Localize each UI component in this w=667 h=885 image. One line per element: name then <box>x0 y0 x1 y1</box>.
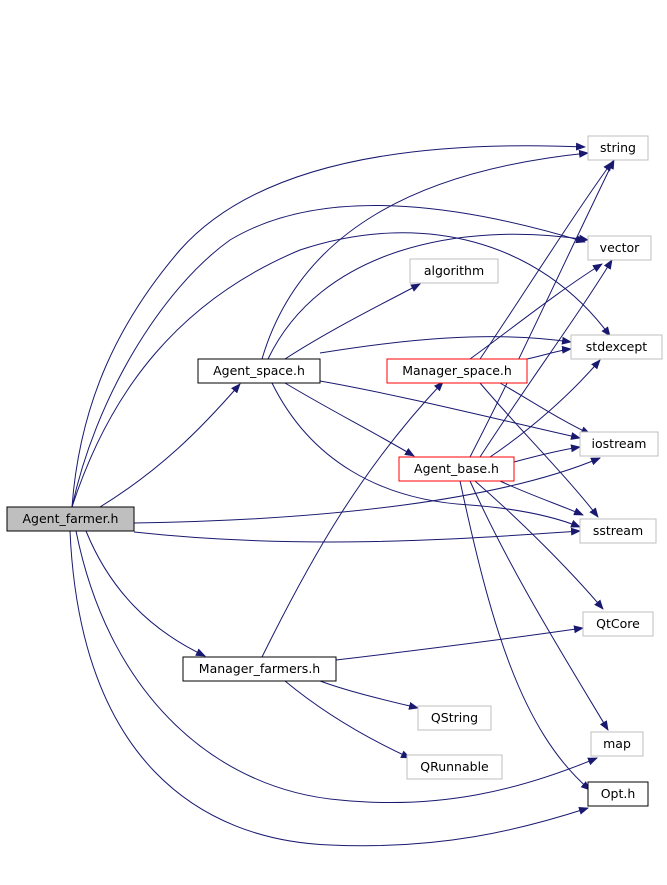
edge-agent-base-to-iostream <box>513 444 581 463</box>
edge-agent-base-to-sstream <box>499 480 584 516</box>
node-agent-space[interactable]: Agent_space.h <box>197 358 321 384</box>
node-qstring[interactable]: QString <box>417 705 492 731</box>
edge-agent-space-to-vector <box>267 233 589 360</box>
edge-agent-base-to-map <box>469 480 609 731</box>
node-label: vector <box>600 240 641 255</box>
edge-agent-base-to-stdexcept <box>489 359 601 458</box>
edge-agent-farmer-to-vector <box>71 205 586 508</box>
edge-manager-space-to-stdexcept <box>526 345 572 360</box>
node-qrunnable[interactable]: QRunnable <box>406 754 503 780</box>
edge-agent-space-to-string <box>261 149 589 360</box>
node-label: stdexcept <box>586 339 647 354</box>
edge-manager-farmers-to-manager-space <box>261 381 444 658</box>
edge-agent-space-to-sstream <box>271 382 581 528</box>
edge-agent-farmer-to-opt <box>69 530 589 847</box>
node-label: sstream <box>593 523 643 538</box>
edge-agent-farmer-to-string <box>71 142 586 508</box>
edges <box>69 142 615 847</box>
node-algorithm[interactable]: algorithm <box>409 258 499 284</box>
node-label: map <box>603 736 631 751</box>
node-iostream[interactable]: iostream <box>579 431 659 457</box>
edge-agent-farmer-to-manager-farmers <box>85 530 206 657</box>
edge-agent-farmer-to-map <box>75 530 598 804</box>
node-opt[interactable]: Opt.h <box>587 781 649 807</box>
edge-agent-base-to-string <box>469 159 615 458</box>
edge-manager-space-to-string <box>479 161 613 360</box>
edge-agent-space-to-stdexcept <box>319 336 572 354</box>
edge-manager-farmers-to-qstring <box>319 680 419 710</box>
edge-agent-base-to-opt <box>459 480 591 791</box>
node-label: Agent_farmer.h <box>23 511 119 526</box>
edge-agent-space-to-iostream <box>319 380 581 440</box>
node-qtcore[interactable]: QtCore <box>582 611 654 637</box>
node-label: Opt.h <box>601 786 636 801</box>
node-label: string <box>600 140 636 155</box>
edge-agent-base-to-qtcore <box>474 480 604 610</box>
node-label: QRunnable <box>420 759 489 774</box>
node-sstream[interactable]: sstream <box>579 518 657 544</box>
node-label: Manager_space.h <box>402 363 512 378</box>
node-vector[interactable]: vector <box>587 235 652 261</box>
node-label: iostream <box>592 436 647 451</box>
node-label: Agent_base.h <box>414 461 499 476</box>
node-stdexcept[interactable]: stdexcept <box>570 334 663 360</box>
node-agent-base[interactable]: Agent_base.h <box>398 456 515 482</box>
edge-agent-base-to-vector <box>479 259 613 458</box>
node-label: Manager_farmers.h <box>199 661 320 676</box>
edge-agent-farmer-to-iostream <box>133 457 601 524</box>
node-label: algorithm <box>424 263 484 278</box>
edge-manager-space-to-vector <box>469 263 603 360</box>
nodes: Agent_farmer.h Agent_space.h Manager_spa… <box>6 135 663 807</box>
node-label: QString <box>431 710 478 725</box>
node-string[interactable]: string <box>587 135 649 161</box>
edge-manager-space-to-sstream <box>479 382 599 518</box>
edge-manager-farmers-to-qtcore <box>335 625 584 661</box>
node-map[interactable]: map <box>590 731 644 757</box>
edge-manager-farmers-to-qrunnable <box>284 680 411 759</box>
node-manager-space[interactable]: Manager_space.h <box>386 358 528 384</box>
node-agent-farmer[interactable]: Agent_farmer.h <box>6 506 135 532</box>
edge-agent-farmer-to-agent-space <box>99 383 241 508</box>
edge-agent-farmer-to-stdexcept <box>71 232 611 508</box>
edge-agent-space-to-algorithm <box>284 283 421 360</box>
edge-agent-farmer-to-sstream <box>133 527 581 543</box>
node-label: Agent_space.h <box>213 363 305 378</box>
edge-manager-space-to-iostream <box>499 382 591 435</box>
edge-agent-space-to-agent-base <box>284 382 415 457</box>
node-label: QtCore <box>596 616 640 631</box>
node-manager-farmers[interactable]: Manager_farmers.h <box>182 656 337 682</box>
